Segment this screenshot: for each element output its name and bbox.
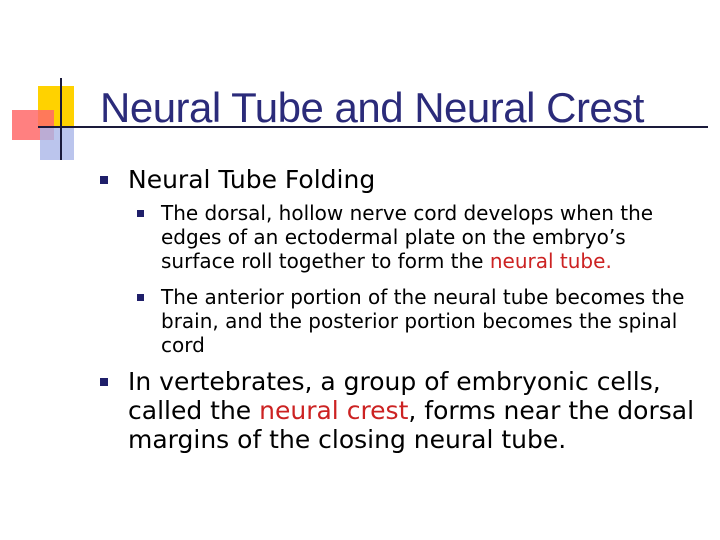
logo-vertical-line [60,78,62,160]
bullet-text: Neural Tube Folding [128,165,376,194]
logo-blue-square [40,128,74,160]
bullet-square-icon [100,176,108,184]
bullet-square-icon [137,294,144,301]
title-underline-rule [38,126,708,128]
highlight-term: neural crest [259,396,409,425]
text-run: In vertebrates, a group of embryonic cel… [128,367,661,425]
sub-bullet-dorsal-nerve-cord: The dorsal, hollow nerve cord develops w… [137,201,697,273]
slide-title: Neural Tube and Neural Crest [100,84,644,131]
sub-bullet-anterior-portion: The anterior portion of the neural tube … [137,285,697,357]
slide-logo-graphic [8,78,708,168]
text-run: , forms near the dorsal margins of the c… [128,396,695,454]
bullet-square-icon [100,378,108,386]
text-run: . [605,249,612,273]
bullet-neural-tube-folding: Neural Tube Folding [100,165,700,194]
bullet-neural-crest: In vertebrates, a group of embryonic cel… [100,367,700,454]
highlight-term: neural tube [489,249,606,273]
text-run: The dorsal, hollow nerve cord develops w… [161,201,654,273]
sub-bullet-text: The dorsal, hollow nerve cord develops w… [161,201,697,273]
sub-bullet-text: The anterior portion of the neural tube … [161,285,685,357]
bullet-square-icon [137,210,144,217]
bullet-text: In vertebrates, a group of embryonic cel… [128,367,700,454]
